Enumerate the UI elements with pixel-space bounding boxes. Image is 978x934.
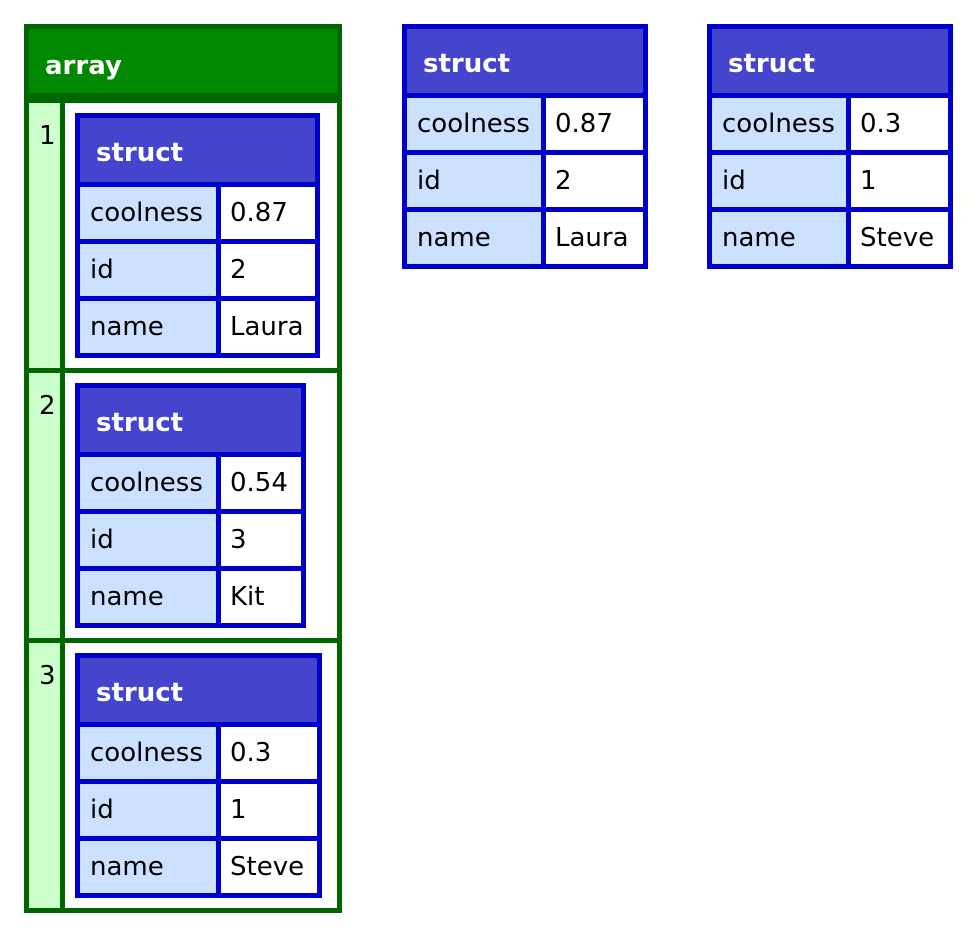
struct-key: id — [80, 784, 216, 836]
struct-row: name Kit — [80, 571, 301, 623]
struct-title: struct — [80, 118, 315, 182]
struct-container: struct coolness 0.87 id 2 name Laura — [402, 24, 648, 269]
struct-row: coolness 0.87 — [407, 98, 643, 150]
struct-row: id 1 — [80, 784, 317, 836]
struct-key: coolness — [80, 727, 216, 779]
struct-key: name — [80, 841, 216, 893]
struct-row: name Laura — [80, 301, 315, 353]
struct-key: name — [80, 301, 216, 353]
struct-value: 2 — [546, 155, 643, 207]
struct-key: id — [80, 514, 216, 566]
array-container: array 1 struct coolness 0.87 id 2 name L… — [24, 24, 342, 913]
struct-value: Steve — [851, 212, 948, 264]
struct-container: struct coolness 0.54 id 3 name Kit — [75, 383, 306, 628]
struct-key: coolness — [712, 98, 846, 150]
array-item: 2 struct coolness 0.54 id 3 name Kit — [29, 368, 337, 638]
array-item-value: struct coolness 0.3 id 1 name Steve — [65, 643, 337, 908]
array-item-value: struct coolness 0.87 id 2 name Laura — [65, 103, 337, 368]
struct-value: 1 — [851, 155, 948, 207]
struct-value: Laura — [546, 212, 643, 264]
struct-key: coolness — [80, 187, 216, 239]
struct-container: struct coolness 0.87 id 2 name Laura — [75, 113, 320, 358]
struct-row: coolness 0.54 — [80, 457, 301, 509]
struct-key: id — [80, 244, 216, 296]
struct-value: 1 — [221, 784, 317, 836]
struct-key: name — [407, 212, 541, 264]
struct-value: 0.87 — [546, 98, 643, 150]
struct-row: coolness 0.3 — [80, 727, 317, 779]
struct-key: name — [80, 571, 216, 623]
array-index: 2 — [29, 373, 65, 638]
struct-row: id 2 — [80, 244, 315, 296]
struct-value: 0.54 — [221, 457, 301, 509]
struct-container: struct coolness 0.3 id 1 name Steve — [75, 653, 322, 898]
struct-row: coolness 0.87 — [80, 187, 315, 239]
struct-row: id 1 — [712, 155, 948, 207]
struct-key: coolness — [80, 457, 216, 509]
array-title: array — [29, 29, 337, 98]
struct-title: struct — [407, 29, 643, 93]
struct-row: name Laura — [407, 212, 643, 264]
struct-value: Laura — [221, 301, 315, 353]
struct-row: id 3 — [80, 514, 301, 566]
struct-row: coolness 0.3 — [712, 98, 948, 150]
struct-value: Steve — [221, 841, 317, 893]
struct-value: 0.87 — [221, 187, 315, 239]
struct-value: 0.3 — [221, 727, 317, 779]
struct-container: struct coolness 0.3 id 1 name Steve — [707, 24, 953, 269]
struct-value: 2 — [221, 244, 315, 296]
struct-value: Kit — [221, 571, 301, 623]
struct-key: id — [407, 155, 541, 207]
struct-title: struct — [712, 29, 948, 93]
array-index: 1 — [29, 103, 65, 368]
array-item-value: struct coolness 0.54 id 3 name Kit — [65, 373, 337, 638]
struct-title: struct — [80, 658, 317, 722]
struct-row: name Steve — [80, 841, 317, 893]
struct-row: id 2 — [407, 155, 643, 207]
array-index: 3 — [29, 643, 65, 908]
array-item: 1 struct coolness 0.87 id 2 name Laura — [29, 98, 337, 368]
struct-key: name — [712, 212, 846, 264]
struct-title: struct — [80, 388, 301, 452]
struct-key: id — [712, 155, 846, 207]
struct-value: 3 — [221, 514, 301, 566]
array-item: 3 struct coolness 0.3 id 1 name Steve — [29, 638, 337, 908]
struct-value: 0.3 — [851, 98, 948, 150]
struct-row: name Steve — [712, 212, 948, 264]
struct-key: coolness — [407, 98, 541, 150]
